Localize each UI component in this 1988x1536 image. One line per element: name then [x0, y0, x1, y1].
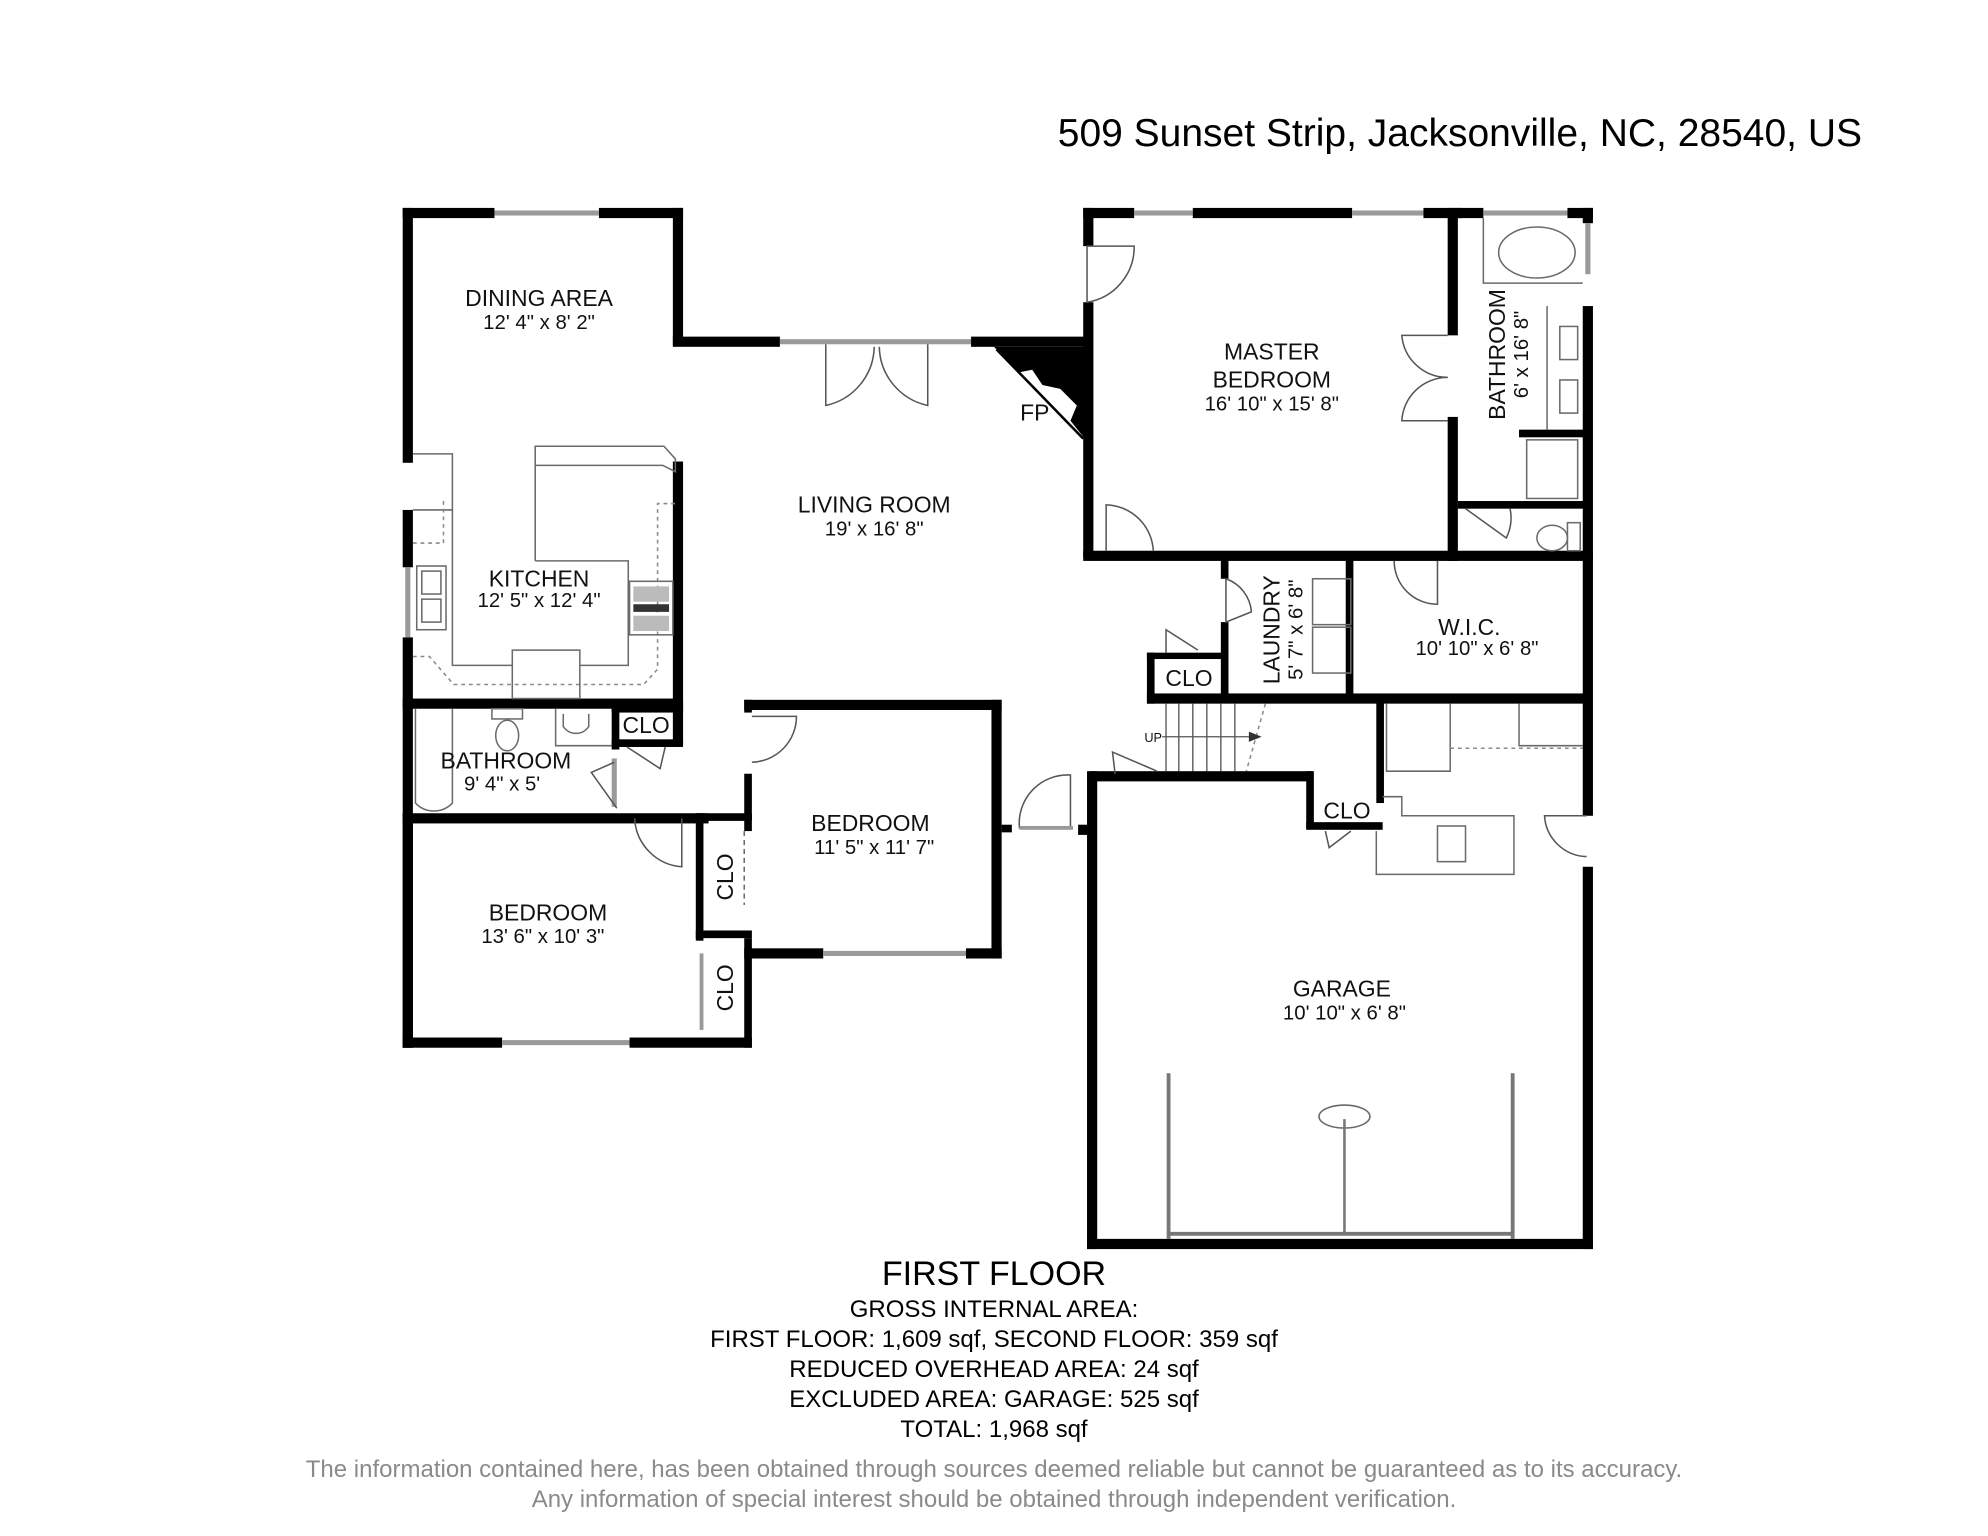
- stairs-up-label: UP: [1144, 730, 1162, 745]
- total-area-line: TOTAL: 1,968 sqf: [900, 1416, 1088, 1443]
- floors-area-line: FIRST FLOOR: 1,609 sqf, SECOND FLOOR: 35…: [710, 1326, 1278, 1353]
- bedroom-left-walls: [402, 813, 752, 1048]
- laundry-wic-walls: [1146, 555, 1593, 816]
- laundry-dims: 5' 7" x 6' 8": [1285, 580, 1307, 680]
- master-bedroom-dims: 16' 10" x 15' 8": [1205, 394, 1339, 416]
- living-room-dims: 19' x 16' 8": [825, 518, 924, 540]
- master-bedroom-name-2: BEDROOM: [1213, 367, 1331, 393]
- bedroom-left-dims: 13' 6" x 10' 3": [481, 926, 604, 948]
- living-room-name: LIVING ROOM: [798, 491, 951, 517]
- garage-walls: [1087, 771, 1593, 1250]
- wic-dims: 10' 10" x 6' 8": [1415, 638, 1538, 660]
- bedroom-center-walls: [744, 699, 1091, 959]
- hall-bathroom-name: BATHROOM: [441, 748, 572, 774]
- excluded-area-line: EXCLUDED AREA: GARAGE: 525 sqf: [789, 1386, 1199, 1413]
- closet-label-hall: CLO: [1165, 665, 1212, 691]
- reduced-area-line: REDUCED OVERHEAD AREA: 24 sqf: [789, 1356, 1199, 1383]
- closet-label-bedroom-2: CLO: [712, 964, 738, 1011]
- bedroom-left-name: BEDROOM: [489, 899, 607, 925]
- floor-title: FIRST FLOOR: [881, 1255, 1107, 1293]
- closet-label-bathroom: CLO: [623, 712, 670, 738]
- dining-area-dims: 12' 4" x 8' 2": [483, 312, 595, 334]
- living-room-walls: [779, 336, 1086, 440]
- gross-area-label: GROSS INTERNAL AREA:: [849, 1296, 1139, 1323]
- kitchen-cabinets: [412, 445, 677, 700]
- garage-name: GARAGE: [1293, 976, 1391, 1002]
- master-bathroom-name: BATHROOM: [1484, 289, 1510, 420]
- master-bedroom-walls: [1083, 207, 1462, 561]
- hall-bathroom-dims: 9' 4" x 5': [464, 773, 540, 795]
- master-bathroom-walls: [1447, 207, 1593, 561]
- wic-name: W.I.C.: [1438, 614, 1500, 640]
- disclaimer-line-2: Any information of special interest shou…: [531, 1486, 1457, 1513]
- dining-area-name: DINING AREA: [465, 285, 613, 311]
- closet-label-bedroom-1: CLO: [712, 853, 738, 900]
- bedroom-center-dims: 11' 5" x 11' 7": [814, 837, 934, 859]
- garage-dims: 10' 10" x 6' 8": [1283, 1003, 1406, 1025]
- master-bedroom-name-1: MASTER: [1224, 339, 1320, 365]
- kitchen-dims: 12' 5" x 12' 4": [478, 590, 601, 612]
- laundry-name: LAUNDRY: [1258, 575, 1284, 684]
- master-bathroom-dims: 6' x 16' 8": [1511, 311, 1533, 399]
- room-labels: DINING AREA 12' 4" x 8' 2" KITCHEN 12' 5…: [441, 285, 1539, 1025]
- fireplace-label: FP: [1020, 400, 1049, 426]
- hall-bathroom-walls: [402, 704, 709, 824]
- property-address: 509 Sunset Strip, Jacksonville, NC, 2854…: [1057, 112, 1862, 155]
- disclaimer-line-1: The information contained here, has been…: [305, 1456, 1683, 1483]
- bedroom-center-name: BEDROOM: [811, 810, 929, 836]
- closet-label-garage: CLO: [1323, 797, 1370, 823]
- garage-utility: [1324, 703, 1593, 1250]
- kitchen-name: KITCHEN: [489, 565, 590, 591]
- stairs: UP: [1089, 701, 1384, 830]
